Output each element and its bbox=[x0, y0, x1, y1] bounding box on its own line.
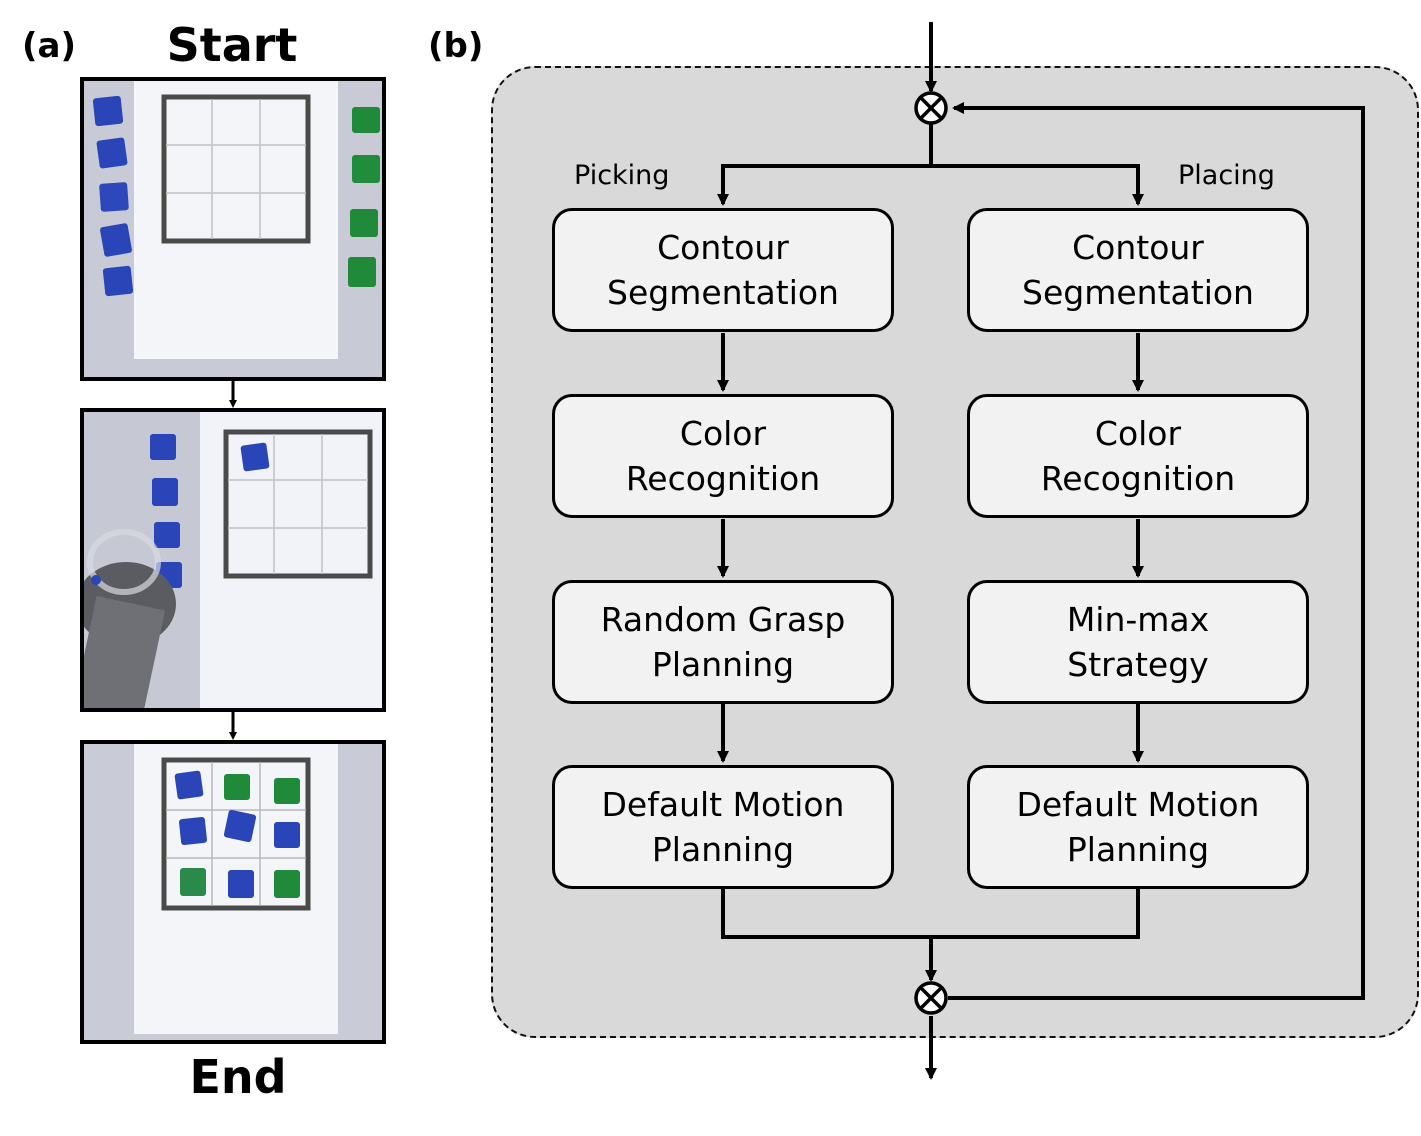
green-block bbox=[180, 868, 206, 896]
middle-frame-photo bbox=[80, 408, 386, 712]
picking-contour-segmentation: Contour Segmentation bbox=[552, 208, 894, 332]
random-grasp-planning: Random Grasp Planning bbox=[552, 580, 894, 704]
green-block bbox=[348, 257, 376, 287]
placing-color-recognition: Color Recognition bbox=[967, 394, 1309, 518]
blue-block bbox=[152, 478, 178, 506]
min-max-strategy: Min-max Strategy bbox=[967, 580, 1309, 704]
end-label: End bbox=[189, 1050, 287, 1104]
blue-block bbox=[228, 870, 254, 898]
placing-contour-segmentation: Contour Segmentation bbox=[967, 208, 1309, 332]
green-block bbox=[274, 870, 300, 898]
green-block bbox=[274, 778, 300, 804]
end-frame-illustration bbox=[84, 744, 382, 1040]
blue-block bbox=[150, 434, 176, 460]
green-block bbox=[224, 774, 250, 800]
blue-block bbox=[100, 223, 132, 257]
blue-block bbox=[274, 822, 300, 848]
picking-label: Picking bbox=[574, 160, 670, 191]
blue-block bbox=[223, 809, 257, 843]
blue-block bbox=[102, 265, 134, 297]
picking-default-motion-planning: Default Motion Planning bbox=[552, 765, 894, 889]
blue-block bbox=[154, 522, 180, 548]
start-frame-photo bbox=[80, 77, 386, 381]
picking-color-recognition: Color Recognition bbox=[552, 394, 894, 518]
blue-block bbox=[179, 817, 207, 845]
blue-block bbox=[92, 95, 124, 127]
placing-label: Placing bbox=[1178, 160, 1275, 191]
start-frame-illustration bbox=[84, 81, 382, 377]
middle-frame-illustration bbox=[84, 412, 382, 708]
start-label: Start bbox=[166, 18, 298, 72]
end-frame-photo bbox=[80, 740, 386, 1044]
blue-block bbox=[99, 182, 129, 212]
green-block bbox=[352, 107, 380, 133]
blue-block bbox=[240, 442, 270, 472]
panel-a-label: (a) bbox=[22, 26, 77, 66]
green-block bbox=[350, 209, 378, 237]
blue-block bbox=[96, 137, 128, 169]
panel-b-label: (b) bbox=[428, 26, 484, 66]
green-block bbox=[352, 155, 380, 183]
blue-block bbox=[174, 770, 204, 800]
placing-default-motion-planning: Default Motion Planning bbox=[967, 765, 1309, 889]
